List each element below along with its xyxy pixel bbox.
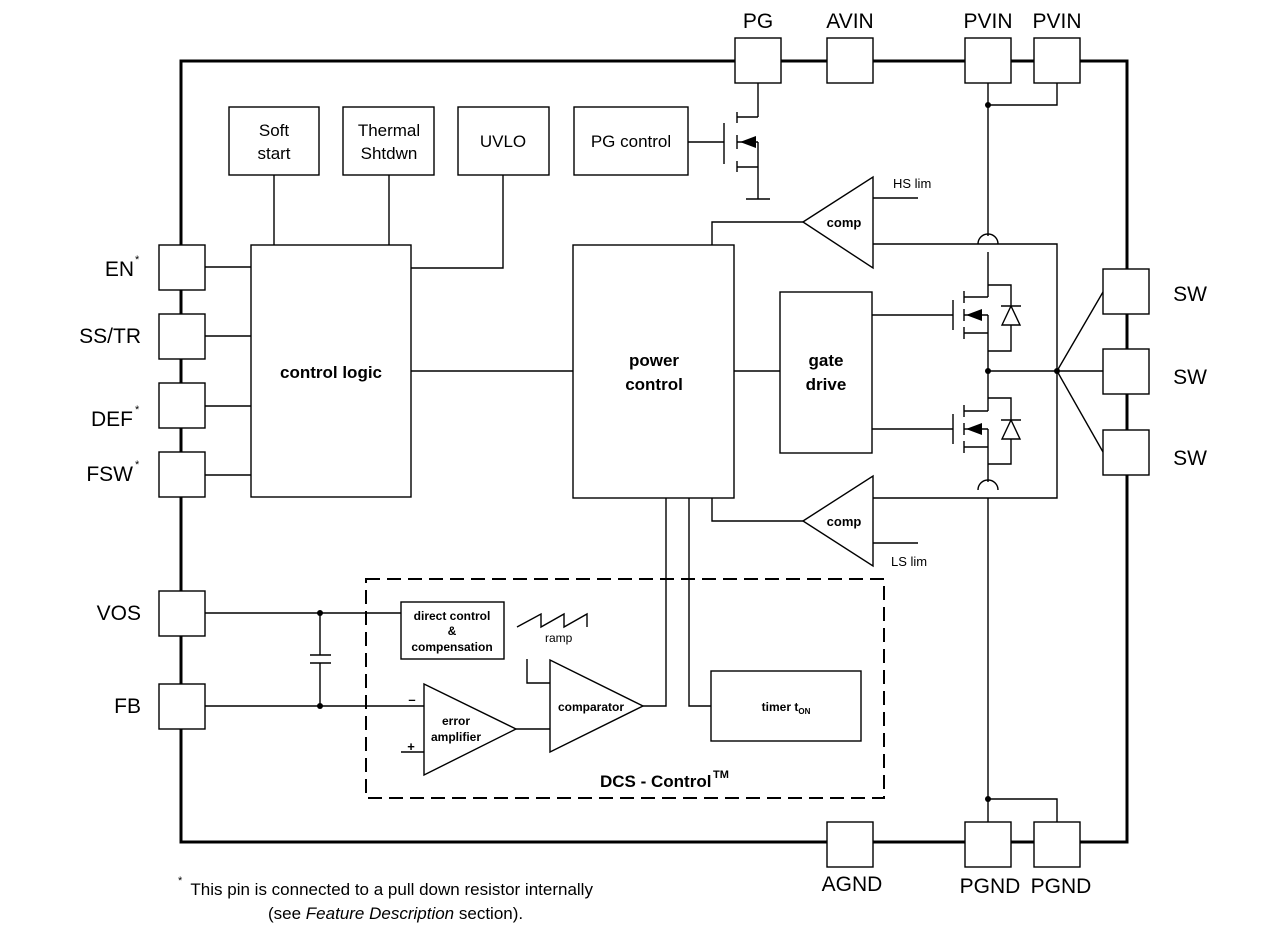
ls-comparator: comp LS lim <box>711 371 1058 569</box>
dcs-control-label: DCS - Control TM <box>600 769 729 791</box>
svg-text:gate: gate <box>809 351 844 370</box>
hs-mosfet <box>872 284 1022 371</box>
svg-text:FSW: FSW <box>86 463 133 486</box>
pin-avin: AVIN <box>826 10 874 84</box>
svg-text:This pin is connected to a pul: This pin is connected to a pull down res… <box>186 880 593 899</box>
svg-text:PVIN: PVIN <box>1032 10 1081 33</box>
svg-text:Soft: Soft <box>259 121 290 140</box>
svg-text:AVIN: AVIN <box>826 10 873 33</box>
svg-text:comp: comp <box>827 514 862 529</box>
svg-text:UVLO: UVLO <box>480 132 526 151</box>
svg-text:ramp: ramp <box>545 631 573 645</box>
svg-text:error: error <box>442 714 470 728</box>
svg-text:PG control: PG control <box>591 132 671 151</box>
svg-text:direct control: direct control <box>414 609 491 623</box>
svg-text:control logic: control logic <box>280 363 382 382</box>
svg-text:comparator: comparator <box>558 700 624 714</box>
pin-pg: PG <box>734 10 782 84</box>
pg-control-block: PG control <box>573 106 689 176</box>
pgnd-rail <box>977 479 1058 822</box>
svg-text:SW: SW <box>1173 366 1207 389</box>
ls-mosfet <box>872 371 1022 482</box>
svg-text:DEF: DEF <box>91 408 133 431</box>
svg-text:EN: EN <box>105 258 134 281</box>
svg-text:FB: FB <box>114 695 141 718</box>
svg-text:SS/TR: SS/TR <box>79 325 141 348</box>
svg-text:(see Feature Description secti: (see Feature Description section). <box>268 904 523 923</box>
svg-text:*: * <box>135 459 140 471</box>
svg-text:PGND: PGND <box>1031 875 1092 898</box>
pin-en: EN * <box>105 244 206 291</box>
pin-pvin-1: PVIN <box>963 10 1013 84</box>
gate-drive-block: gate drive <box>779 291 873 454</box>
pin-vos: VOS <box>97 590 206 637</box>
comparator: comparator <box>516 498 667 754</box>
pg-mosfet <box>688 83 770 200</box>
svg-text:*: * <box>135 254 140 266</box>
svg-text:drive: drive <box>806 375 847 394</box>
uvlo-block: UVLO <box>457 106 550 176</box>
timer-block: timer tON <box>688 498 862 742</box>
svg-text:PVIN: PVIN <box>963 10 1012 33</box>
svg-text:TM: TM <box>713 769 729 781</box>
svg-text:control: control <box>625 375 683 394</box>
left-pin-wires <box>205 266 251 476</box>
svg-text:power: power <box>629 351 679 370</box>
svg-text:timer tON: timer tON <box>762 700 811 716</box>
upper-block-wires <box>273 175 780 372</box>
ramp-symbol: ramp <box>516 612 588 645</box>
pin-sw-2: SW <box>1102 348 1207 395</box>
svg-text:+: + <box>407 739 415 754</box>
svg-text:–: – <box>408 692 415 707</box>
footnote: * This pin is connected to a pull down r… <box>178 875 593 923</box>
svg-text:DCS - Control: DCS - Control <box>600 772 711 791</box>
thermal-shutdown-block: Thermal Shtdwn <box>342 106 435 176</box>
power-control-block: power control <box>572 244 735 499</box>
hs-comparator: comp HS lim <box>711 175 1058 371</box>
svg-text:amplifier: amplifier <box>431 730 481 744</box>
control-logic-block: control logic <box>250 244 412 498</box>
svg-text:SW: SW <box>1173 447 1207 470</box>
dcs-control-region <box>365 578 885 799</box>
pin-fb: FB <box>114 683 206 730</box>
pin-sw-3: SW <box>1102 429 1207 476</box>
svg-text:*: * <box>178 875 183 887</box>
pin-sw-1: SW <box>1102 268 1207 315</box>
pvin-rail <box>977 83 1058 292</box>
direct-control-block: direct control & compensation <box>400 601 505 660</box>
svg-text:PG: PG <box>743 10 773 33</box>
error-amplifier: error amplifier – + <box>401 682 518 777</box>
feedback-wiring <box>205 610 424 709</box>
svg-text:PGND: PGND <box>960 875 1021 898</box>
svg-text:*: * <box>135 404 140 416</box>
svg-text:Thermal: Thermal <box>358 121 420 140</box>
pin-fsw: FSW * <box>86 451 206 498</box>
svg-text:SW: SW <box>1173 283 1207 306</box>
sw-node <box>985 291 1104 453</box>
pin-pvin-2: PVIN <box>1032 10 1082 84</box>
svg-text:start: start <box>257 144 290 163</box>
pin-agnd: AGND <box>822 821 883 896</box>
svg-text:HS lim: HS lim <box>893 176 931 191</box>
svg-text:AGND: AGND <box>822 873 883 896</box>
pin-pgnd-1: PGND <box>960 821 1021 898</box>
pin-pgnd-2: PGND <box>1031 821 1092 898</box>
svg-text:comp: comp <box>827 215 862 230</box>
soft-start-block: Soft start <box>228 106 320 176</box>
pin-ss-tr: SS/TR <box>79 313 206 360</box>
pin-def: DEF * <box>91 382 206 431</box>
svg-text:LS lim: LS lim <box>891 554 927 569</box>
svg-text:Shtdwn: Shtdwn <box>361 144 418 163</box>
svg-text:&: & <box>448 624 457 638</box>
svg-text:compensation: compensation <box>411 640 492 654</box>
svg-text:VOS: VOS <box>97 602 141 625</box>
